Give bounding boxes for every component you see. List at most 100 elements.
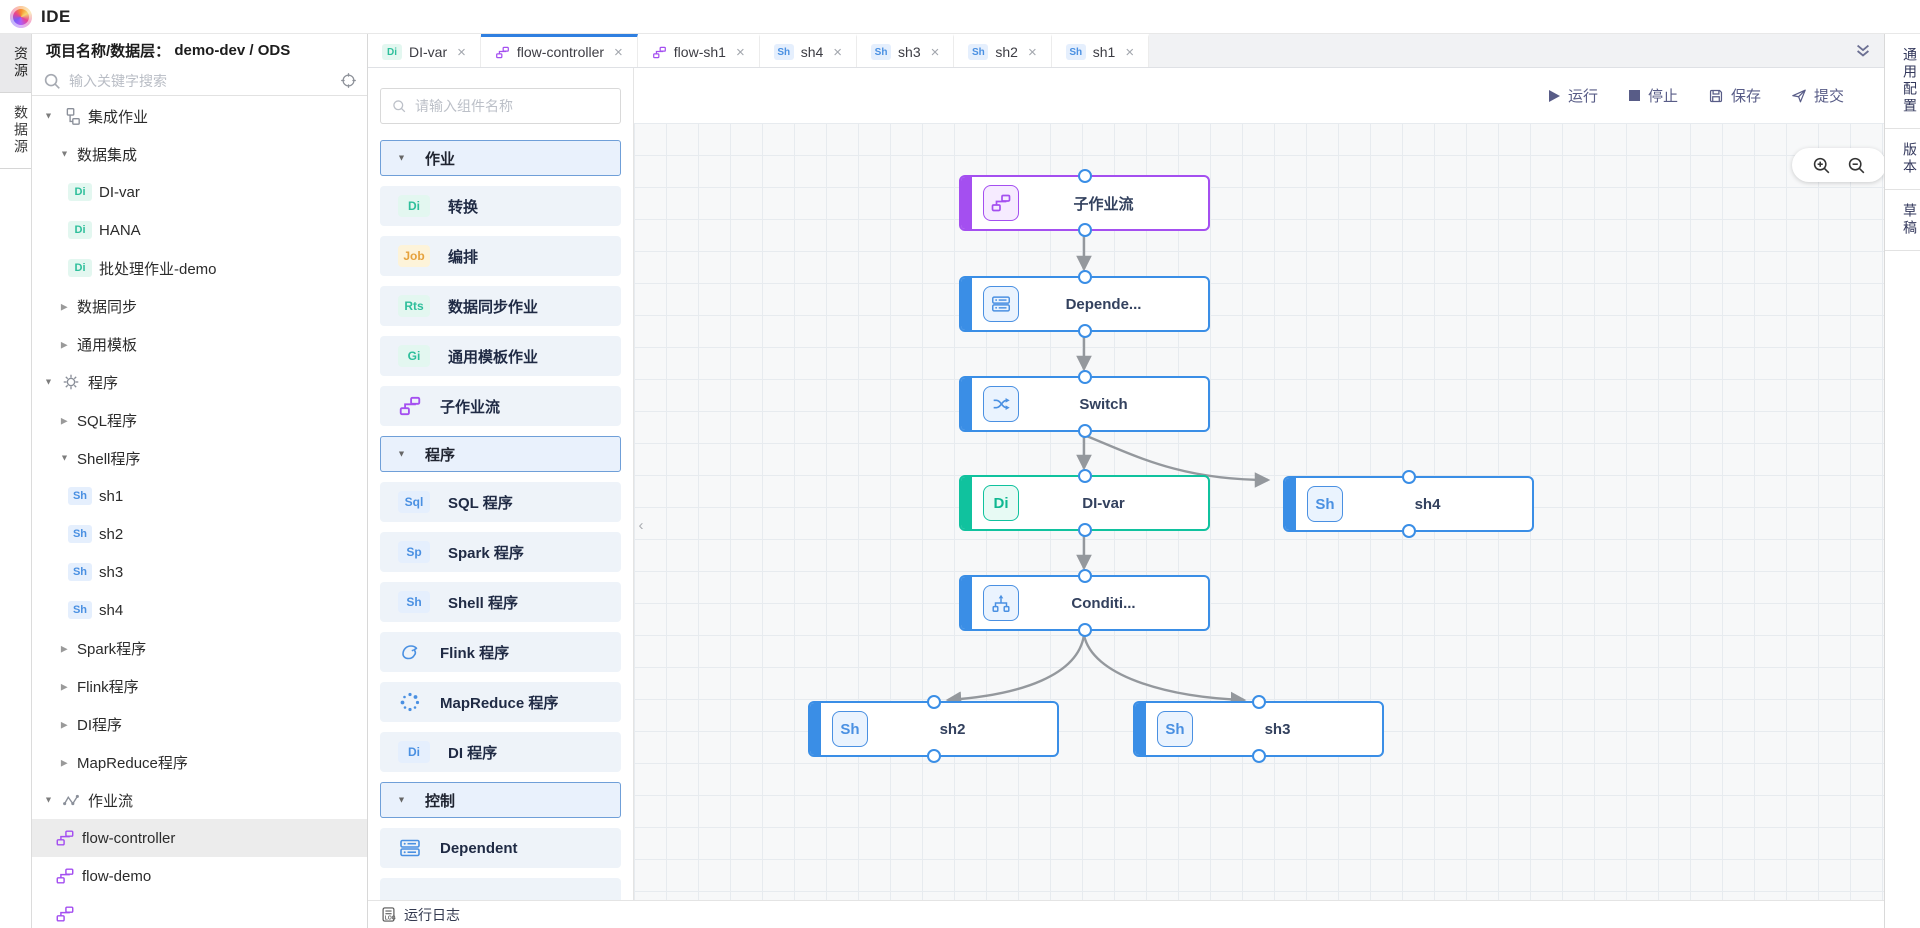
tree-item-sql-programs[interactable]: SQL程序	[32, 401, 367, 439]
canvas-node-condition[interactable]: Conditi...	[959, 575, 1210, 631]
caret-right-icon[interactable]	[58, 300, 70, 313]
canvas-node-dependent[interactable]: Depende...	[959, 276, 1210, 332]
palette-section-programs[interactable]: 程序	[380, 436, 621, 472]
canvas-node-subflow[interactable]: 子作业流	[959, 175, 1210, 231]
tree-item-mapreduce-programs[interactable]: MapReduce程序	[32, 743, 367, 781]
caret-right-icon[interactable]	[58, 718, 70, 731]
palette-section-control[interactable]: 控制	[380, 782, 621, 818]
tree-item-sh2[interactable]: Sh sh2	[32, 515, 367, 553]
tree-item-partial[interactable]	[32, 895, 367, 928]
tab-sh3[interactable]: Sh sh3 ×	[857, 34, 954, 67]
node-port-in[interactable]	[927, 695, 941, 709]
node-port-out[interactable]	[1078, 523, 1092, 537]
tree-item-flow-demo[interactable]: flow-demo	[32, 857, 367, 895]
tree-item-workflows[interactable]: 作业流	[32, 781, 367, 819]
canvas-node-sh4[interactable]: Sh sh4	[1283, 476, 1534, 532]
node-port-out[interactable]	[1402, 524, 1416, 538]
close-icon[interactable]: ×	[931, 44, 940, 61]
caret-right-icon[interactable]	[58, 414, 70, 427]
node-port-in[interactable]	[1078, 569, 1092, 583]
tree-item-common-template[interactable]: 通用模板	[32, 325, 367, 363]
node-port-out[interactable]	[1078, 223, 1092, 237]
caret-right-icon[interactable]	[58, 756, 70, 769]
tree-item-sh1[interactable]: Sh sh1	[32, 477, 367, 515]
node-port-in[interactable]	[1402, 470, 1416, 484]
rail-tab-general-config[interactable]: 通用配置	[1885, 34, 1920, 129]
palette-item-subflow[interactable]: 子作业流	[380, 386, 621, 426]
tab-sh1[interactable]: Sh sh1 ×	[1052, 34, 1149, 67]
zoom-in-icon[interactable]	[1812, 156, 1831, 175]
stop-button[interactable]: 停止	[1628, 85, 1678, 106]
tree-item-flow-controller[interactable]: flow-controller	[32, 819, 367, 857]
tree-item-batch-demo[interactable]: Di 批处理作业-demo	[32, 249, 367, 287]
node-port-in[interactable]	[1252, 695, 1266, 709]
tree-item-data-sync[interactable]: 数据同步	[32, 287, 367, 325]
node-port-out[interactable]	[1078, 324, 1092, 338]
collapse-palette-handle[interactable]: ‹	[634, 505, 648, 545]
canvas-node-switch[interactable]: Switch	[959, 376, 1210, 432]
close-icon[interactable]: ×	[1028, 44, 1037, 61]
save-button[interactable]: 保存	[1708, 85, 1761, 106]
tree-item-spark-programs[interactable]: Spark程序	[32, 629, 367, 667]
node-port-in[interactable]	[1078, 370, 1092, 384]
close-icon[interactable]: ×	[457, 44, 466, 61]
tree-item-programs[interactable]: 程序	[32, 363, 367, 401]
palette-item-sql-program[interactable]: Sql SQL 程序	[380, 482, 621, 522]
palette-item-transform[interactable]: Di 转换	[380, 186, 621, 226]
tab-flow-sh1[interactable]: flow-sh1 ×	[638, 34, 760, 67]
collapse-tabs-icon[interactable]	[1854, 42, 1872, 60]
caret-right-icon[interactable]	[58, 338, 70, 351]
canvas-node-sh3[interactable]: Sh sh3	[1133, 701, 1384, 757]
caret-down-icon[interactable]	[42, 376, 54, 388]
tree-item-di-programs[interactable]: DI程序	[32, 705, 367, 743]
tree-item-data-integration[interactable]: 数据集成	[32, 135, 367, 173]
locate-icon[interactable]	[340, 72, 357, 89]
palette-item-di-program[interactable]: Di DI 程序	[380, 732, 621, 772]
tree-item-sh4[interactable]: Sh sh4	[32, 591, 367, 629]
rail-tab-resources[interactable]: 资源	[0, 34, 31, 93]
caret-down-icon[interactable]	[42, 110, 54, 122]
run-log-bar[interactable]: LOG 运行日志	[368, 900, 1884, 928]
canvas-node-sh2[interactable]: Sh sh2	[808, 701, 1059, 757]
palette-item-dependent[interactable]: Dependent	[380, 828, 621, 868]
palette-item-template-job[interactable]: Gi 通用模板作业	[380, 336, 621, 376]
palette-item-partial[interactable]	[380, 878, 621, 900]
palette-item-flink-program[interactable]: Flink 程序	[380, 632, 621, 672]
node-port-in[interactable]	[1078, 270, 1092, 284]
node-port-in[interactable]	[1078, 469, 1092, 483]
workflow-canvas[interactable]: 子作业流 Depende... Switch Di DI-var Sh sh4	[634, 123, 1884, 900]
node-port-out[interactable]	[1078, 424, 1092, 438]
close-icon[interactable]: ×	[614, 44, 623, 61]
run-button[interactable]: 运行	[1547, 85, 1598, 106]
canvas-node-di-var[interactable]: Di DI-var	[959, 475, 1210, 531]
tab-sh2[interactable]: Sh sh2 ×	[954, 34, 1051, 67]
palette-search-input[interactable]	[415, 98, 610, 114]
node-port-in[interactable]	[1078, 169, 1092, 183]
caret-right-icon[interactable]	[58, 680, 70, 693]
close-icon[interactable]: ×	[833, 44, 842, 61]
caret-down-icon[interactable]	[58, 148, 70, 160]
zoom-out-icon[interactable]	[1847, 156, 1866, 175]
rail-tab-datasources[interactable]: 数据源	[0, 93, 31, 169]
rail-tab-version[interactable]: 版本	[1885, 129, 1920, 190]
tree-item-shell-programs[interactable]: Shell程序	[32, 439, 367, 477]
tree-search-input[interactable]	[69, 73, 333, 89]
palette-item-shell-program[interactable]: Sh Shell 程序	[380, 582, 621, 622]
caret-right-icon[interactable]	[58, 642, 70, 655]
node-port-out[interactable]	[927, 749, 941, 763]
tab-sh4[interactable]: Sh sh4 ×	[760, 34, 857, 67]
node-port-out[interactable]	[1078, 623, 1092, 637]
tree-item-hana[interactable]: Di HANA	[32, 211, 367, 249]
palette-item-orchestrate[interactable]: Job 编排	[380, 236, 621, 276]
tree-item-sh3[interactable]: Sh sh3	[32, 553, 367, 591]
caret-down-icon[interactable]	[42, 794, 54, 806]
palette-item-spark-program[interactable]: Sp Spark 程序	[380, 532, 621, 572]
tree-item-flink-programs[interactable]: Flink程序	[32, 667, 367, 705]
tab-di-var[interactable]: Di DI-var ×	[368, 34, 481, 67]
caret-down-icon[interactable]	[58, 452, 70, 464]
palette-item-mapreduce-program[interactable]: MapReduce 程序	[380, 682, 621, 722]
close-icon[interactable]: ×	[1125, 44, 1134, 61]
palette-item-data-sync-job[interactable]: Rts 数据同步作业	[380, 286, 621, 326]
tree-item-di-var[interactable]: Di DI-var	[32, 173, 367, 211]
rail-tab-draft[interactable]: 草稿	[1885, 190, 1920, 251]
